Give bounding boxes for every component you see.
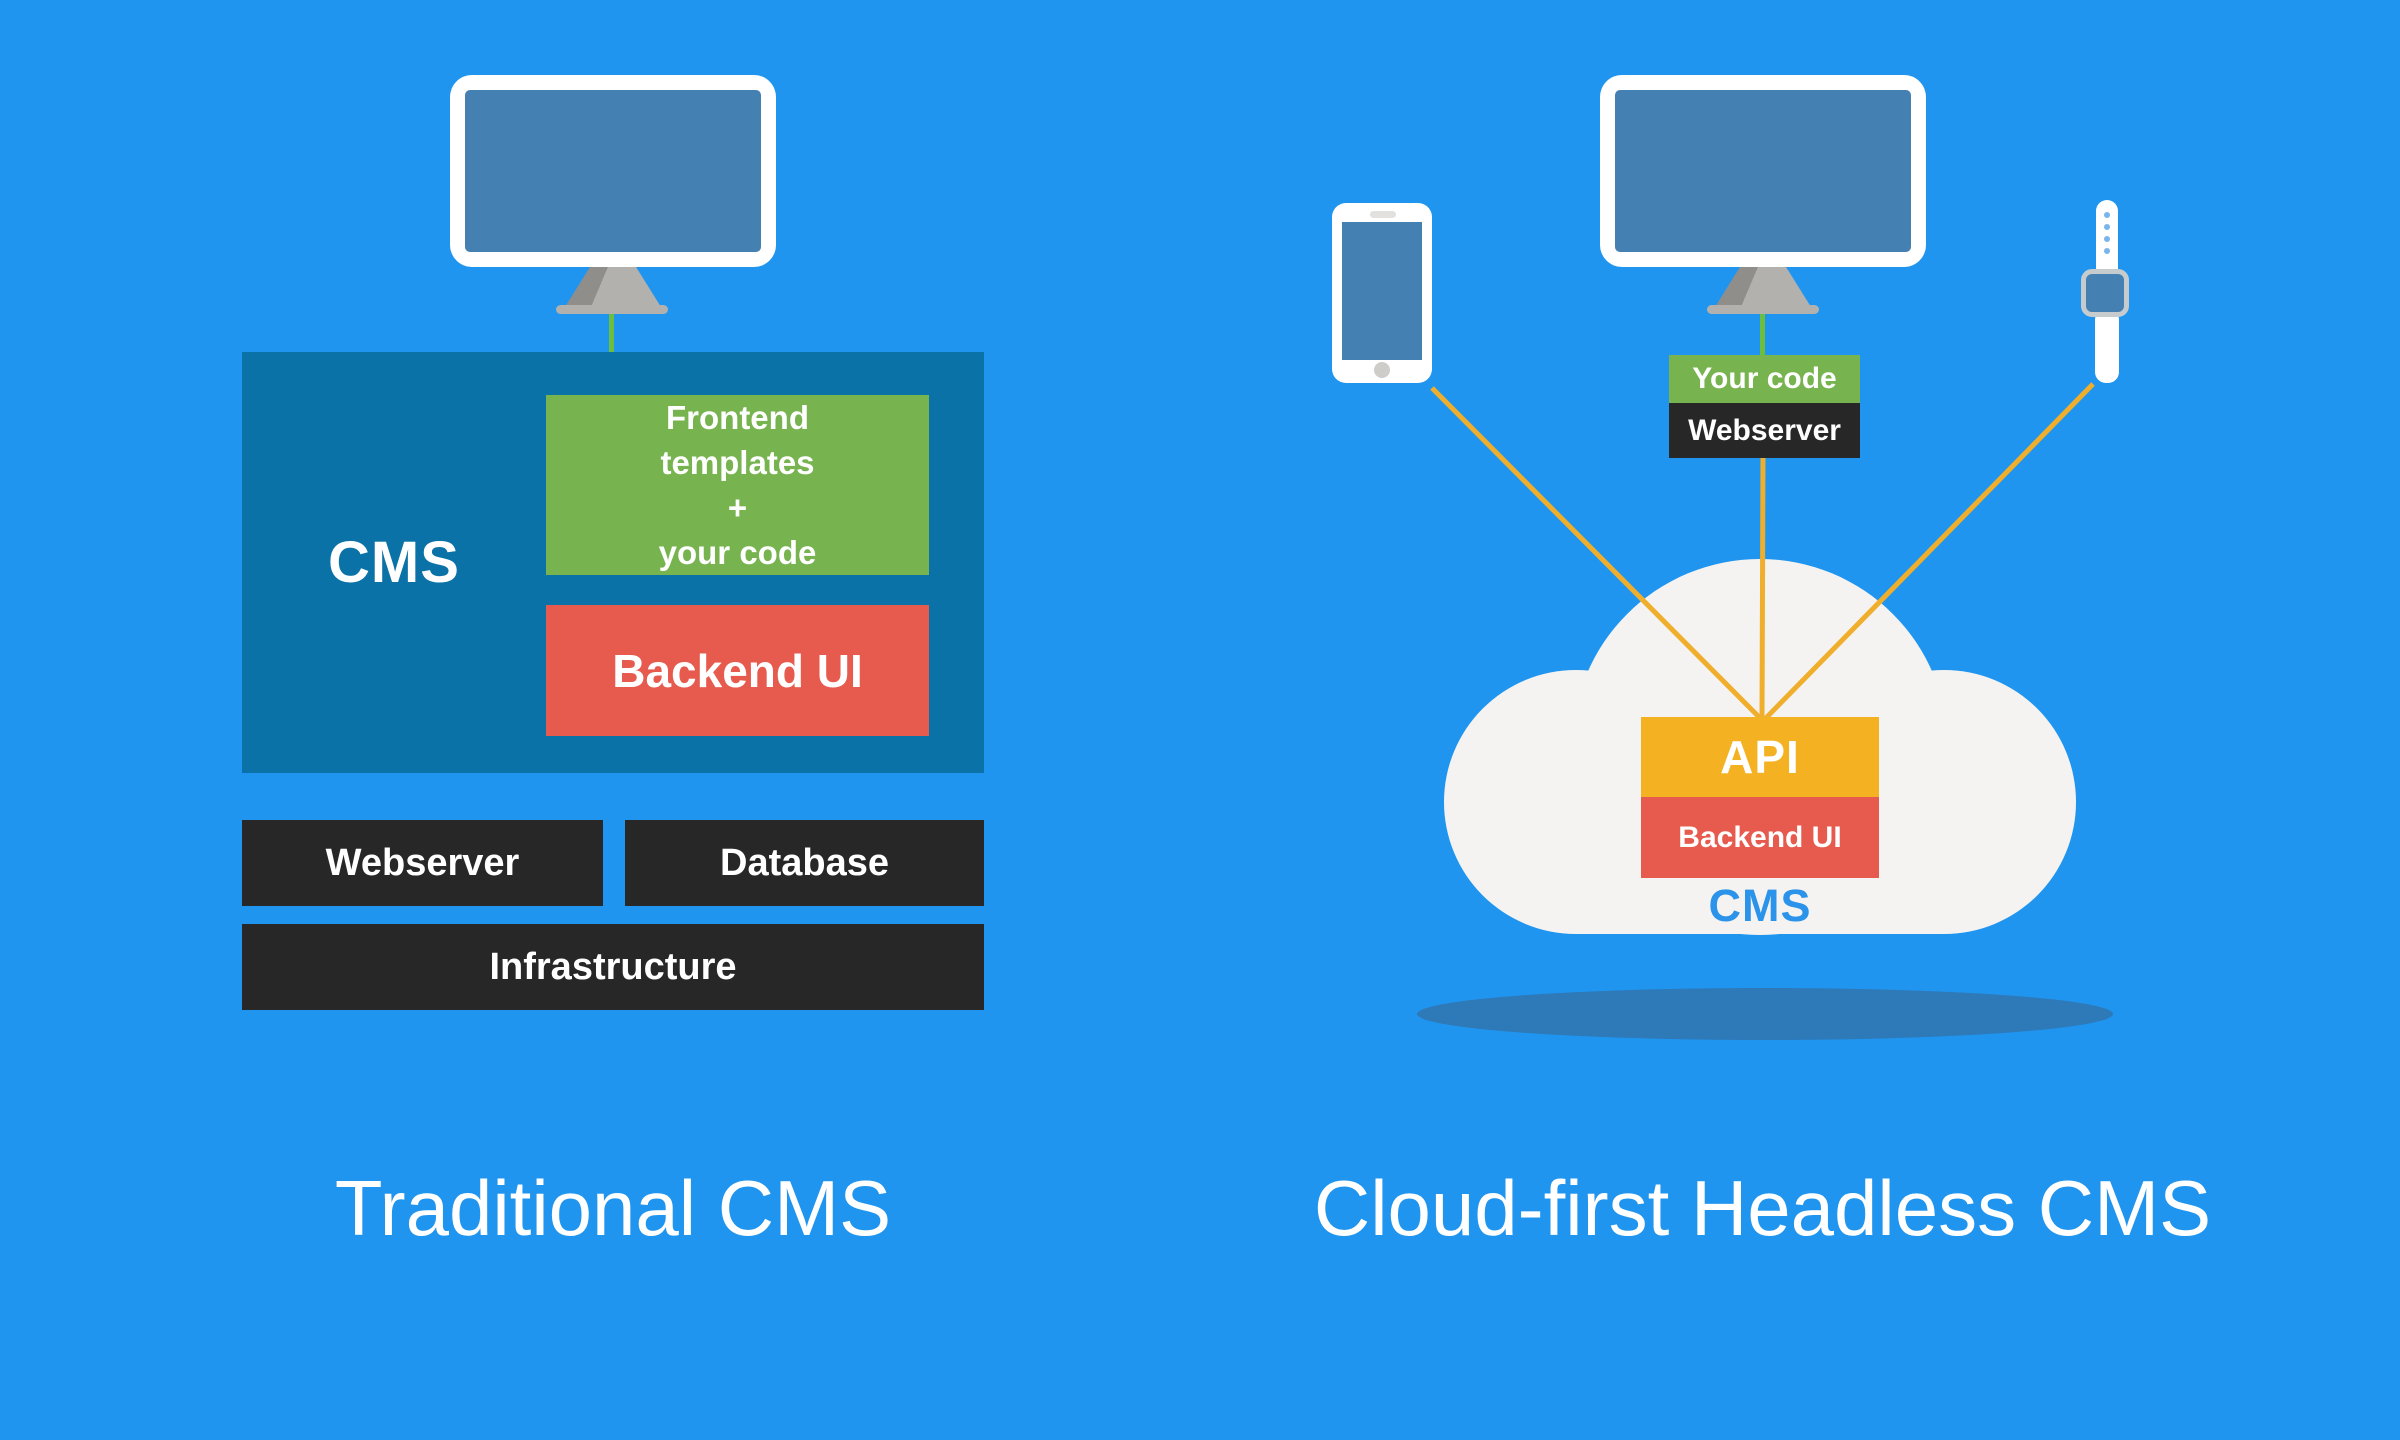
backend-ui-box-right: Backend UI	[1641, 797, 1879, 878]
watch-face	[2081, 269, 2129, 317]
your-code-box: Your code	[1669, 355, 1860, 403]
phone-speaker	[1370, 211, 1396, 218]
frontend-box-line: Frontend	[666, 399, 809, 436]
frontend-box-line: templates	[660, 444, 815, 481]
right-monitor-icon	[1600, 75, 1926, 267]
cms-panel-label: CMS	[328, 530, 460, 595]
watch-strap-hole	[2104, 212, 2110, 218]
frontend-box-line: your code	[658, 534, 817, 571]
backend-ui-box: Backend UI	[546, 605, 929, 736]
right-monitor-base	[1707, 305, 1819, 314]
webserver-box-right: Webserver	[1669, 403, 1860, 458]
frontend-templates-box: Frontend templates + your code	[546, 395, 929, 575]
api-box: API	[1641, 717, 1879, 797]
connector-line-phone	[1430, 386, 1763, 721]
left-monitor-icon	[450, 75, 776, 267]
cloud-cms-label: CMS	[1708, 880, 1812, 931]
connector-line-webserver	[1759, 454, 1766, 720]
watch-strap-hole	[2104, 224, 2110, 230]
webserver-box: Webserver	[242, 820, 603, 906]
watch-strap-bottom	[2095, 315, 2119, 383]
left-monitor-stem-line	[609, 310, 614, 356]
left-monitor-screen	[465, 90, 761, 252]
api-connector-lines	[1430, 382, 2095, 721]
watch-strap-hole	[2104, 248, 2110, 254]
smartphone-icon	[1332, 203, 1432, 383]
cms-panel: CMS Frontend templates + your code Backe…	[242, 352, 984, 773]
watch-strap-hole	[2104, 236, 2110, 242]
database-box: Database	[625, 820, 984, 906]
connector-line-watch	[1763, 382, 2095, 721]
headless-cms-caption: Cloud-first Headless CMS	[1313, 1163, 2212, 1252]
right-monitor-screen	[1615, 90, 1911, 252]
phone-screen	[1342, 222, 1422, 360]
right-monitor-stem-line	[1760, 310, 1765, 357]
cloud-shadow	[1417, 988, 2113, 1040]
frontend-box-line: +	[727, 489, 748, 526]
infrastructure-box: Infrastructure	[242, 924, 984, 1010]
left-monitor-base	[556, 305, 668, 314]
smartwatch-icon	[2096, 200, 2118, 276]
phone-home-button	[1374, 362, 1390, 378]
traditional-cms-caption: Traditional CMS	[334, 1163, 892, 1252]
